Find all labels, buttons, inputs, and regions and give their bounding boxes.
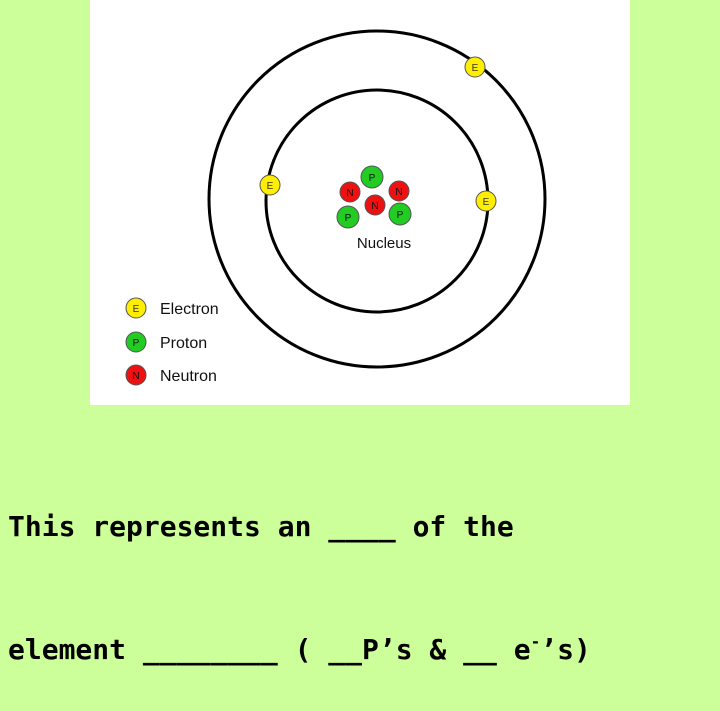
legend-item-neutron: N Neutron [125, 364, 217, 386]
neutron-right-symbol: N [395, 187, 402, 198]
legend: E Electron P Proton N Neutron [125, 297, 219, 386]
electron-left-symbol: E [267, 181, 274, 192]
proton-top-symbol: P [369, 173, 376, 184]
electron-top: E [464, 56, 486, 78]
nucleus-label: Nucleus [357, 235, 411, 252]
question-line-2-start: element ________ ( __P’s & __ e [8, 633, 531, 666]
legend-proton-symbol: P [133, 338, 140, 349]
legend-item-electron: E Electron [125, 297, 219, 319]
neutron-left-symbol: N [346, 188, 353, 199]
atom-diagram-panel: E E E P N N N [90, 0, 630, 405]
atom-diagram: E E E P N N N [125, 29, 547, 386]
electron-right-symbol: E [483, 197, 490, 208]
legend-electron-symbol: E [133, 304, 140, 315]
proton-top: P [360, 165, 384, 189]
electron-top-symbol: E [472, 63, 479, 74]
electron-left: E [259, 174, 281, 196]
proton-right-symbol: P [397, 210, 404, 221]
proton-left-symbol: P [345, 213, 352, 224]
question-line-1: This represents an ____ of the [8, 510, 514, 543]
question-line-2: element ________ ( __P’s & __ e-’s) [8, 629, 708, 670]
nucleus: P N N N P P [336, 165, 412, 229]
proton-right: P [388, 202, 412, 226]
legend-neutron-symbol: N [132, 371, 139, 382]
legend-electron-label: Electron [160, 301, 219, 318]
legend-proton-label: Proton [160, 335, 207, 352]
question-line-2-end: ’s) [540, 633, 591, 666]
neutron-center: N [364, 194, 386, 216]
neutron-center-symbol: N [371, 201, 378, 212]
neutron-right: N [388, 180, 410, 202]
legend-item-proton: P Proton [125, 331, 207, 353]
electron-right: E [475, 190, 497, 212]
legend-neutron-label: Neutron [160, 368, 217, 385]
proton-left: P [336, 205, 360, 229]
electron-charge-superscript: - [530, 632, 541, 651]
neutron-left: N [339, 181, 361, 203]
question-text: This represents an ____ of the element _… [8, 424, 708, 711]
outer-orbit [207, 29, 547, 369]
